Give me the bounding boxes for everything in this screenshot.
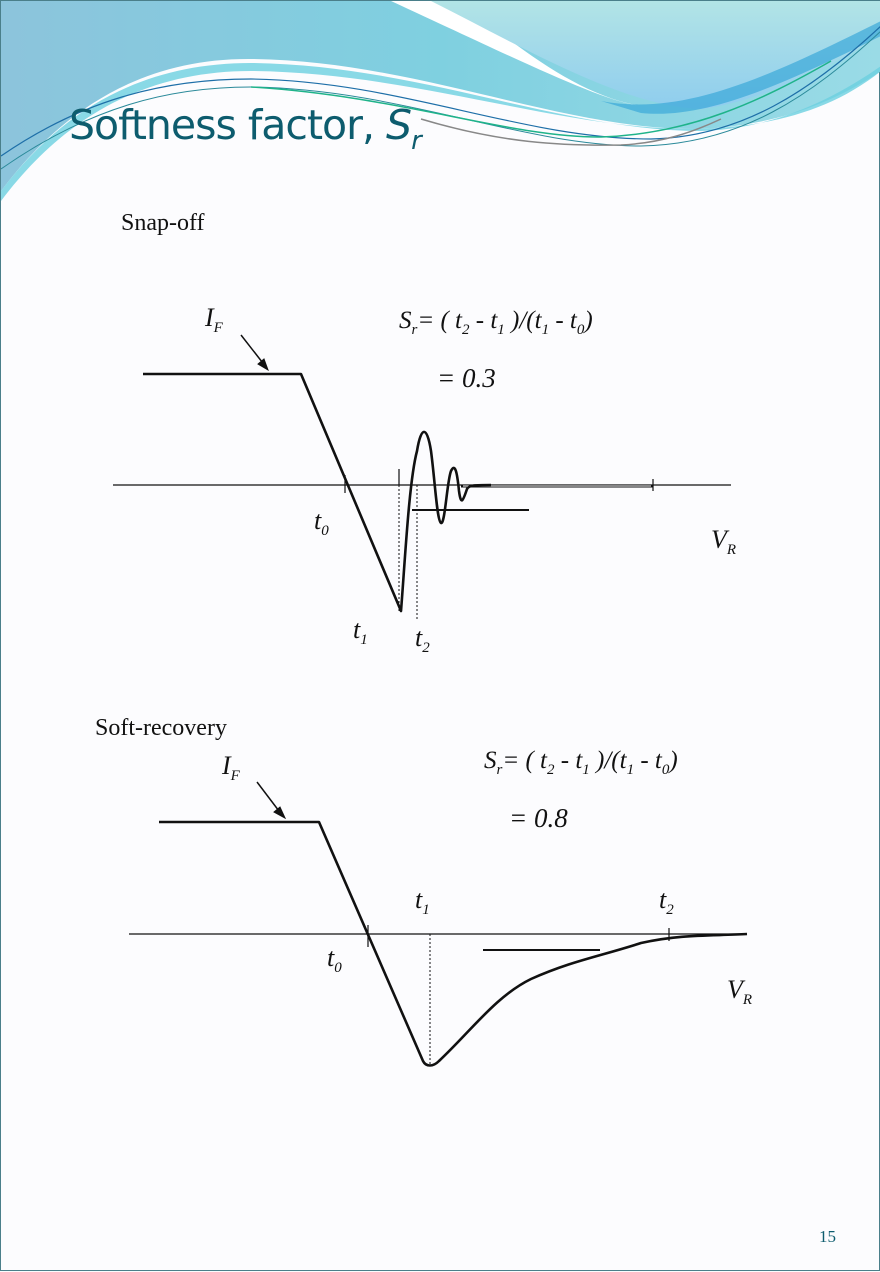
soft-recovery-voltage-label: VR (727, 975, 753, 1008)
snap-off-current-label: IF (205, 303, 223, 336)
page-number: 15 (819, 1227, 836, 1246)
snap-off-t2-label: t2 (415, 623, 430, 656)
title-text: Softness factor, (69, 101, 387, 149)
snap-off-voltage-label: VR (711, 525, 737, 558)
soft-recovery-t2-label: t2 (659, 885, 674, 918)
soft-recovery-result: = 0.8 (509, 803, 568, 833)
slide-title: Softness factor, Sr (69, 101, 422, 156)
snap-off-formula: Sr= ( t2 - t1 )/(t1 - t0) (399, 307, 593, 338)
soft-recovery-formula: Sr= ( t2 - t1 )/(t1 - t0) (484, 747, 678, 778)
soft-recovery-t1-label: t1 (415, 885, 430, 918)
soft-recovery-waveform (129, 781, 748, 1067)
soft-recovery-t0-label: t0 (327, 943, 342, 976)
snap-off-section-label: Snap-off (121, 210, 205, 236)
title-symbol: Sr (386, 101, 422, 156)
snap-off-t1-label: t1 (353, 615, 368, 648)
snap-off-result: = 0.3 (437, 363, 496, 393)
snap-off-waveform (113, 334, 731, 621)
snap-off-t0-label: t0 (314, 506, 329, 539)
soft-recovery-section-label: Soft-recovery (95, 715, 227, 741)
header-wave-decoration (1, 1, 880, 201)
soft-recovery-current-label: IF (222, 751, 240, 784)
